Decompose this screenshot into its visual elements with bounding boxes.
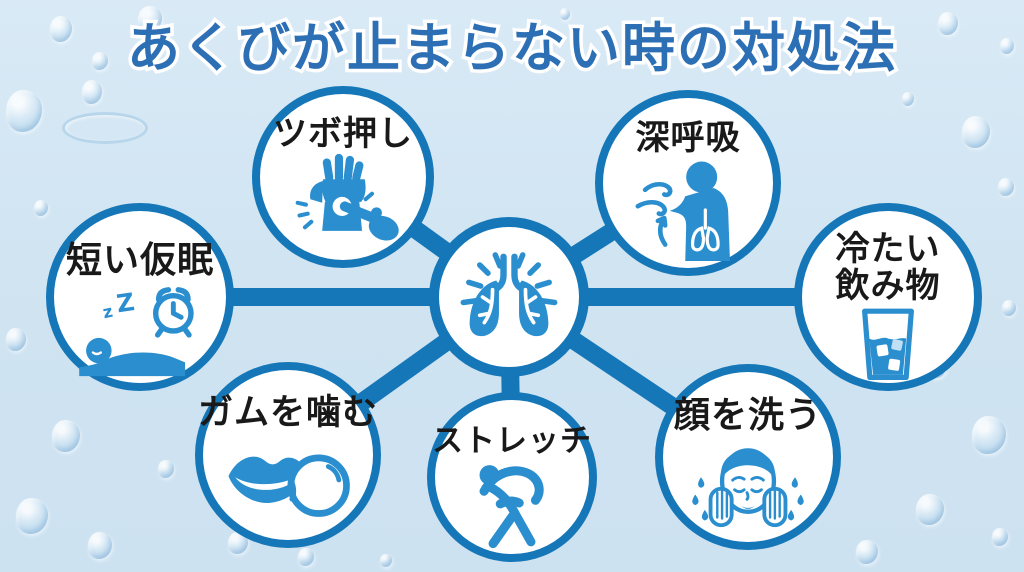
water-droplet	[52, 420, 80, 452]
water-ripple	[62, 112, 148, 144]
water-droplet	[82, 80, 102, 104]
water-droplet	[998, 178, 1014, 196]
node-label: 顔を洗う	[673, 394, 822, 435]
water-droplet	[6, 90, 42, 132]
acupressure-hand-icon	[295, 153, 399, 241]
lungs-icon	[460, 252, 558, 337]
water-droplet	[138, 6, 162, 32]
node-stretch: ストレッチ	[427, 392, 597, 562]
water-droplet	[34, 200, 48, 216]
node-chew-gum: ガムを噛む	[195, 362, 381, 548]
water-droplet	[938, 12, 958, 35]
water-droplet	[560, 8, 570, 20]
nap-sleep-icon: z Z	[79, 286, 194, 376]
water-droplet	[972, 416, 1006, 454]
water-droplet	[158, 460, 174, 478]
node-label: 短い仮眠	[65, 239, 214, 280]
stretch-icon	[479, 465, 544, 549]
node-cold-drink: 冷たい 飲み物	[794, 203, 982, 391]
node-label: ツボ押し	[273, 115, 413, 153]
water-droplet	[380, 554, 392, 567]
water-droplet	[916, 494, 944, 525]
water-droplet	[50, 16, 72, 42]
node-short-nap: 短い仮眠 z Z	[46, 203, 234, 391]
node-deep-breathing: 深呼吸	[595, 90, 781, 276]
water-droplet	[88, 532, 112, 559]
page-title: あくびが止まらない時の対処法	[124, 16, 899, 82]
water-droplet	[16, 498, 48, 534]
node-label-line2: 飲み物	[835, 266, 941, 305]
water-droplet	[298, 548, 314, 566]
water-droplet	[772, 36, 784, 50]
node-label: 深呼吸	[635, 119, 741, 157]
face-wash-icon	[692, 448, 804, 528]
water-droplet	[228, 532, 248, 554]
node-wash-face: 顔を洗う	[655, 364, 841, 550]
svg-text:z: z	[101, 302, 114, 323]
water-droplet	[1000, 38, 1014, 54]
node-label: ストレッチ	[432, 423, 592, 458]
hub-lungs-circle	[429, 217, 589, 377]
water-droplet	[902, 92, 914, 106]
deep-breathing-icon	[635, 161, 730, 261]
node-acupressure: ツボ押し	[252, 86, 434, 268]
water-droplet	[992, 528, 1008, 546]
node-label-line1: 冷たい	[835, 230, 941, 268]
cold-drink-icon	[862, 309, 914, 381]
chewing-gum-icon	[228, 454, 350, 517]
water-droplet	[1002, 300, 1016, 316]
node-label: 冷たい 飲み物	[836, 231, 941, 304]
node-label: ガムを噛む	[198, 393, 379, 432]
water-droplet	[92, 52, 108, 70]
water-droplet	[856, 540, 878, 564]
water-droplet	[962, 116, 990, 148]
water-droplet	[6, 328, 26, 351]
svg-text:Z: Z	[115, 287, 137, 318]
